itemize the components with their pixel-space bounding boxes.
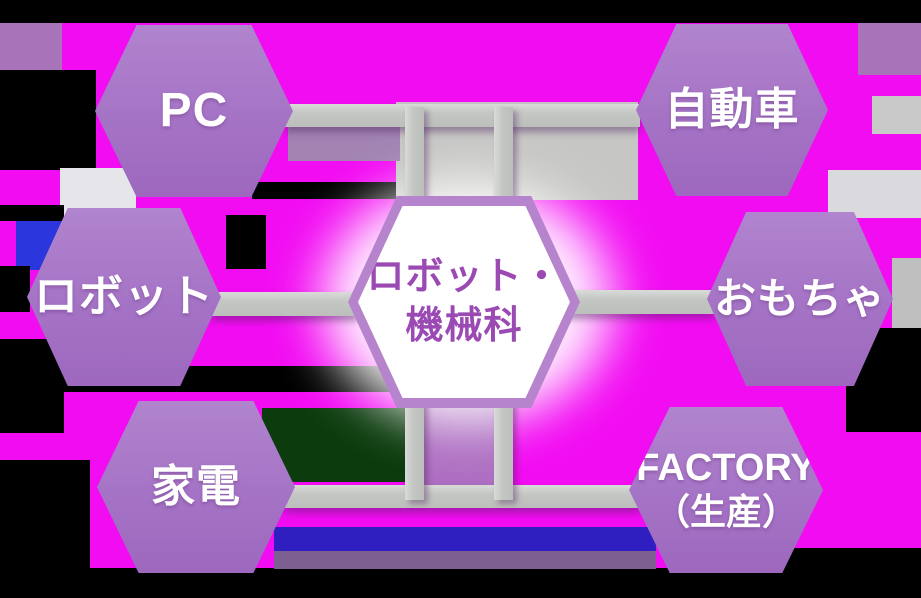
hexagon-factory: FACTORY （生産） (629, 407, 823, 573)
connector-middle-right (568, 290, 714, 314)
hexagon-pc: PC (95, 25, 293, 197)
bg-artifact-bl-black (0, 460, 90, 568)
hexagon-car-label: 自動車 (664, 84, 800, 134)
hexagon-factory-label: FACTORY (636, 446, 816, 489)
bg-artifact-tr-muted (858, 23, 921, 75)
connector-middle-left (212, 292, 358, 316)
hexagon-center-inner: ロボット・ 機械科 (358, 206, 570, 398)
hexagon-center: ロボット・ 機械科 (348, 196, 580, 408)
connector-top-vertical-right (494, 107, 513, 212)
bg-artifact-black-top-center (252, 182, 396, 199)
connector-bottom-vertical-left (405, 395, 424, 500)
hexagon-car: 自動車 (636, 24, 828, 196)
bg-artifact-muted-bottom-band (274, 551, 656, 569)
hexagon-robot: ロボット (27, 208, 221, 386)
connector-top-horizontal (285, 104, 640, 127)
connector-top-vertical-left (405, 107, 424, 212)
hexagon-appliance: 家電 (97, 401, 295, 573)
bg-artifact-right-white-gap (828, 170, 921, 218)
hexagon-toy: おもちゃ (707, 212, 893, 386)
bg-artifact-left-black-mid1 (0, 205, 64, 221)
hexagon-robot-label: ロボット (34, 271, 214, 321)
bg-artifact-indigo-band (274, 527, 656, 553)
bg-artifact-right-gray-lower (892, 258, 921, 328)
bg-artifact-left-black-lower (0, 339, 64, 433)
bg-artifact-left-black-upper (0, 70, 96, 170)
bg-artifact-tl-muted (0, 23, 62, 75)
center-label-line1: ロボット・ (366, 255, 562, 298)
hexagon-appliance-label: 家電 (151, 461, 241, 511)
bg-artifact-right-gray-edge (872, 96, 921, 134)
bg-artifact-black-robot-right (226, 215, 266, 269)
bg-artifact-muted-under-pc-bar (288, 127, 400, 161)
hexagon-pc-label: PC (159, 84, 229, 138)
connector-bottom-horizontal (285, 485, 640, 508)
hexagon-toy-label: おもちゃ (713, 274, 886, 322)
connector-bottom-vertical-right (494, 395, 513, 500)
bg-artifact-left-black-mid2 (0, 266, 30, 312)
center-label-line2: 機械科 (405, 305, 523, 347)
bg-artifact-top-band (0, 0, 921, 23)
hexagon-factory-sublabel: （生産） (653, 491, 798, 533)
